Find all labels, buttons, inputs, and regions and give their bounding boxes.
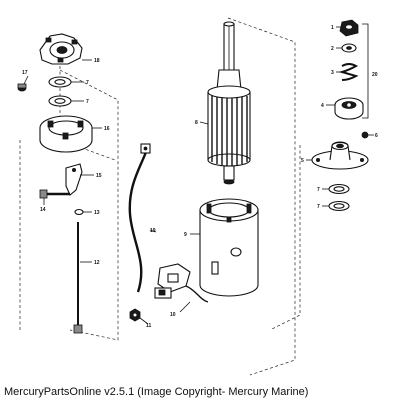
part-13-washer — [74, 208, 84, 216]
callout-10: 10 — [170, 312, 176, 318]
part-8-armature — [207, 21, 251, 185]
part-3-spring — [338, 63, 359, 81]
callout-16: 16 — [104, 126, 110, 132]
callout-7-left-upper: 7 — [86, 80, 89, 86]
part-19-cable — [128, 143, 151, 293]
part-18-end-plate — [39, 33, 83, 65]
callout-18: 18 — [94, 58, 100, 64]
callout-8: 8 — [195, 120, 198, 126]
part-5-drive-end-cap — [311, 141, 369, 170]
callout-7-right-lower: 7 — [317, 204, 320, 210]
part-17-screw — [17, 83, 27, 92]
part-10-brush-assembly — [154, 263, 209, 303]
part-4-pinion-drive — [334, 97, 364, 120]
callout-19: 19 — [150, 228, 156, 234]
assembly-guide-lines — [19, 17, 301, 376]
image-caption: MercuryPartsOnline v2.5.1 (Image Copyrig… — [4, 386, 309, 398]
callout-5: 5 — [301, 158, 304, 164]
part-7-washer-right-lower — [328, 200, 350, 212]
armature-windings — [211, 96, 248, 166]
part-9-field-frame — [199, 198, 259, 297]
callout-1: 1 — [331, 25, 334, 31]
callout-9: 9 — [184, 232, 187, 238]
part-12-through-bolt — [73, 222, 83, 334]
part-1-nut — [339, 19, 359, 37]
part-16-brush-holder — [39, 115, 93, 153]
callout-4: 4 — [321, 103, 324, 109]
callout-6: 6 — [375, 133, 378, 139]
callout-7-left-lower: 7 — [86, 99, 89, 105]
part-2-washer — [341, 43, 357, 53]
part-7-washer-right-upper — [328, 183, 350, 195]
callout-20: 20 — [372, 72, 378, 78]
part-7-washer-lower — [48, 95, 72, 107]
part-14-bolt — [39, 189, 70, 199]
callout-2: 2 — [331, 46, 334, 52]
callout-17: 17 — [22, 70, 28, 76]
callout-7-right-upper: 7 — [317, 187, 320, 193]
part-11-nut — [129, 308, 141, 322]
callout-14: 14 — [40, 207, 46, 213]
callout-3: 3 — [331, 70, 334, 76]
group-bracket-20 — [362, 23, 369, 119]
callout-leader-lines — [23, 26, 374, 325]
callout-labels: 18 17 7 7 16 15 14 13 12 19 10 11 8 9 1 … — [22, 25, 378, 329]
callout-15: 15 — [96, 173, 102, 179]
part-6-screw — [361, 131, 369, 139]
part-15-bracket — [65, 163, 83, 196]
part-7-washer-upper — [48, 76, 72, 88]
callout-12: 12 — [94, 260, 100, 266]
callout-13: 13 — [94, 210, 100, 216]
exploded-parts-diagram: 18 17 7 7 16 15 14 13 12 19 10 11 8 9 1 … — [17, 17, 378, 376]
callout-11: 11 — [146, 323, 152, 329]
